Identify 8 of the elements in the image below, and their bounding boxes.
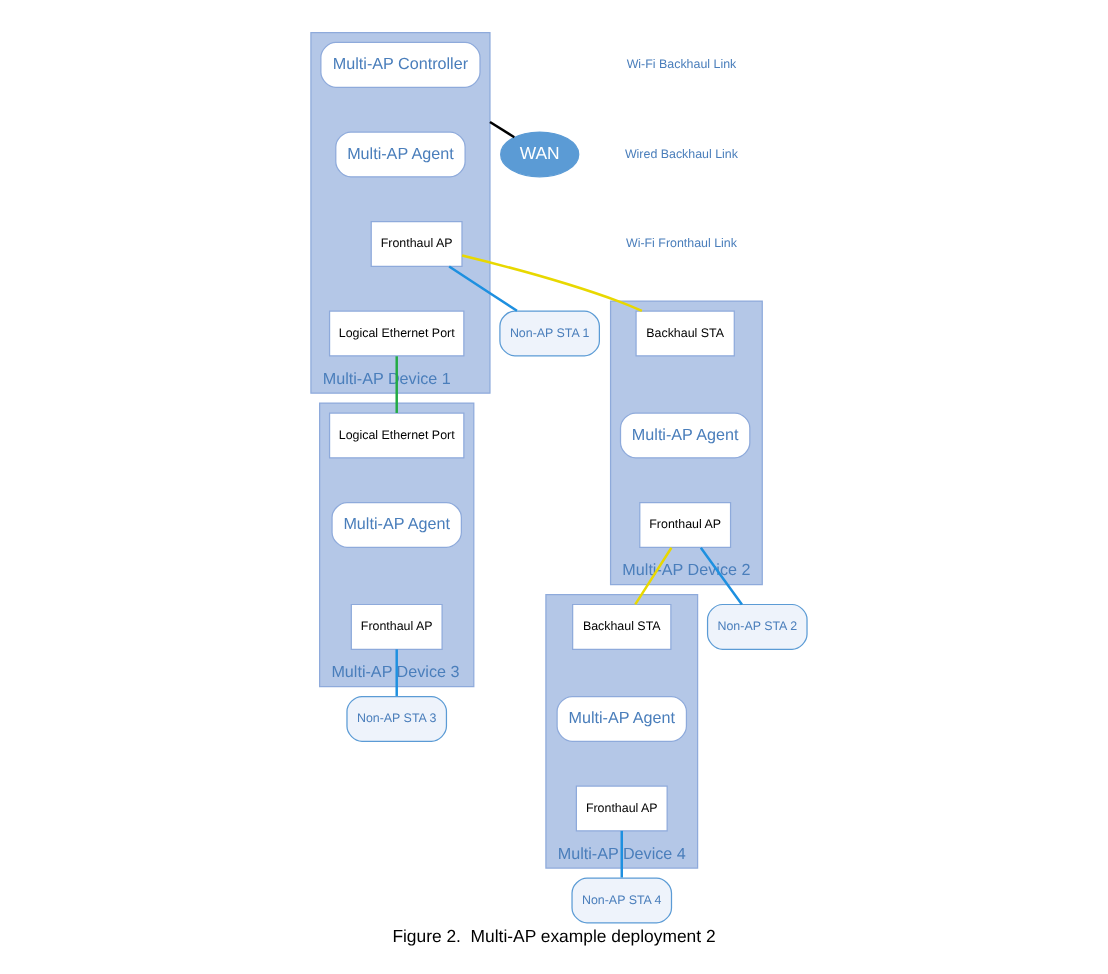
connector (395, 649, 398, 696)
connector (461, 254, 643, 313)
connector (699, 547, 743, 606)
connector (489, 121, 515, 139)
connector (448, 265, 518, 312)
node-ellipse: WAN (500, 131, 580, 178)
connector (620, 830, 623, 878)
caption: Figure 2. Multi-AP example deployment 2 (392, 925, 716, 946)
